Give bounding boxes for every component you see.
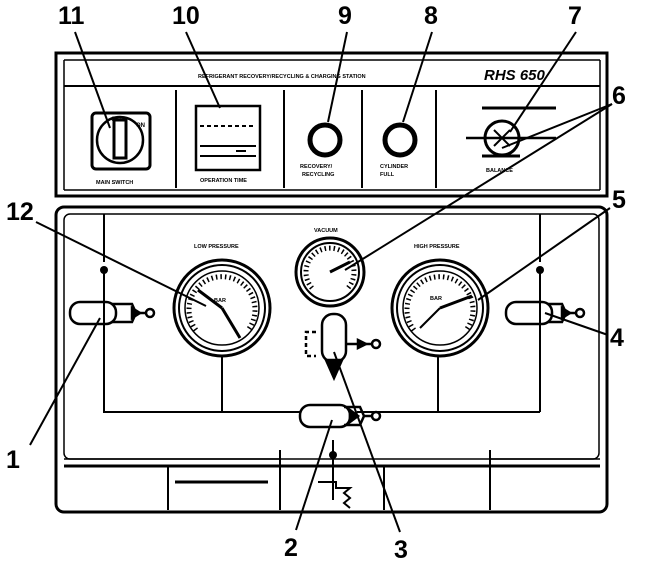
high-pressure-gauge — [390, 258, 490, 358]
callout-4: 4 — [610, 324, 624, 352]
timer-label: OPERATION TIME — [200, 178, 247, 184]
callout-10: 10 — [172, 2, 200, 30]
panel-model: RHS 650 — [484, 67, 546, 84]
recovery-lamp-label-1: RECOVERY/ — [300, 164, 333, 170]
main-switch-on-label: ON — [136, 123, 145, 129]
balance-label: BALANCE — [486, 168, 513, 174]
low-side-valve — [68, 300, 156, 326]
high-pressure-unit: BAR — [430, 296, 442, 302]
panel-header-title: REFRIGERANT RECOVERY/RECYCLING & CHARGIN… — [198, 74, 366, 80]
vacuum-title: VACUUM — [314, 228, 338, 234]
callout-8: 8 — [424, 2, 438, 30]
vacuum-valve — [304, 312, 382, 382]
main-switch-off-label: OFF — [111, 117, 123, 123]
vacuum-gauge — [294, 236, 366, 308]
callout-6: 6 — [612, 82, 626, 110]
cylinder-lamp-label-2: FULL — [380, 172, 395, 178]
callout-7: 7 — [568, 2, 582, 30]
leader-lines — [29, 31, 613, 533]
callout-5: 5 — [612, 186, 626, 214]
upper-panel-frame — [54, 51, 609, 198]
charging-valve — [298, 403, 382, 429]
main-switch — [90, 111, 152, 171]
callout-9: 9 — [338, 2, 352, 30]
piping — [103, 214, 541, 500]
recovery-lamp-label-2: RECYCLING — [302, 172, 334, 178]
cylinder-lamp-label-1: CYLINDER — [380, 164, 408, 170]
low-pressure-gauge — [172, 258, 272, 358]
high-side-valve — [504, 300, 586, 326]
low-pressure-title: LOW PRESSURE — [194, 244, 239, 250]
callout-3: 3 — [394, 536, 408, 564]
callout-1: 1 — [6, 446, 20, 474]
callout-12: 12 — [6, 198, 34, 226]
cylinder-full-lamp — [382, 122, 418, 158]
operation-timer — [194, 104, 262, 172]
callout-2: 2 — [284, 534, 298, 562]
callout-11: 11 — [58, 2, 85, 30]
low-pressure-unit: BAR — [214, 298, 226, 304]
high-pressure-title: HIGH PRESSURE — [414, 244, 460, 250]
lower-panel-frame — [54, 205, 609, 514]
main-switch-label: MAIN SWITCH — [96, 180, 133, 186]
balance-scale — [466, 106, 556, 158]
recovery-lamp — [307, 122, 343, 158]
